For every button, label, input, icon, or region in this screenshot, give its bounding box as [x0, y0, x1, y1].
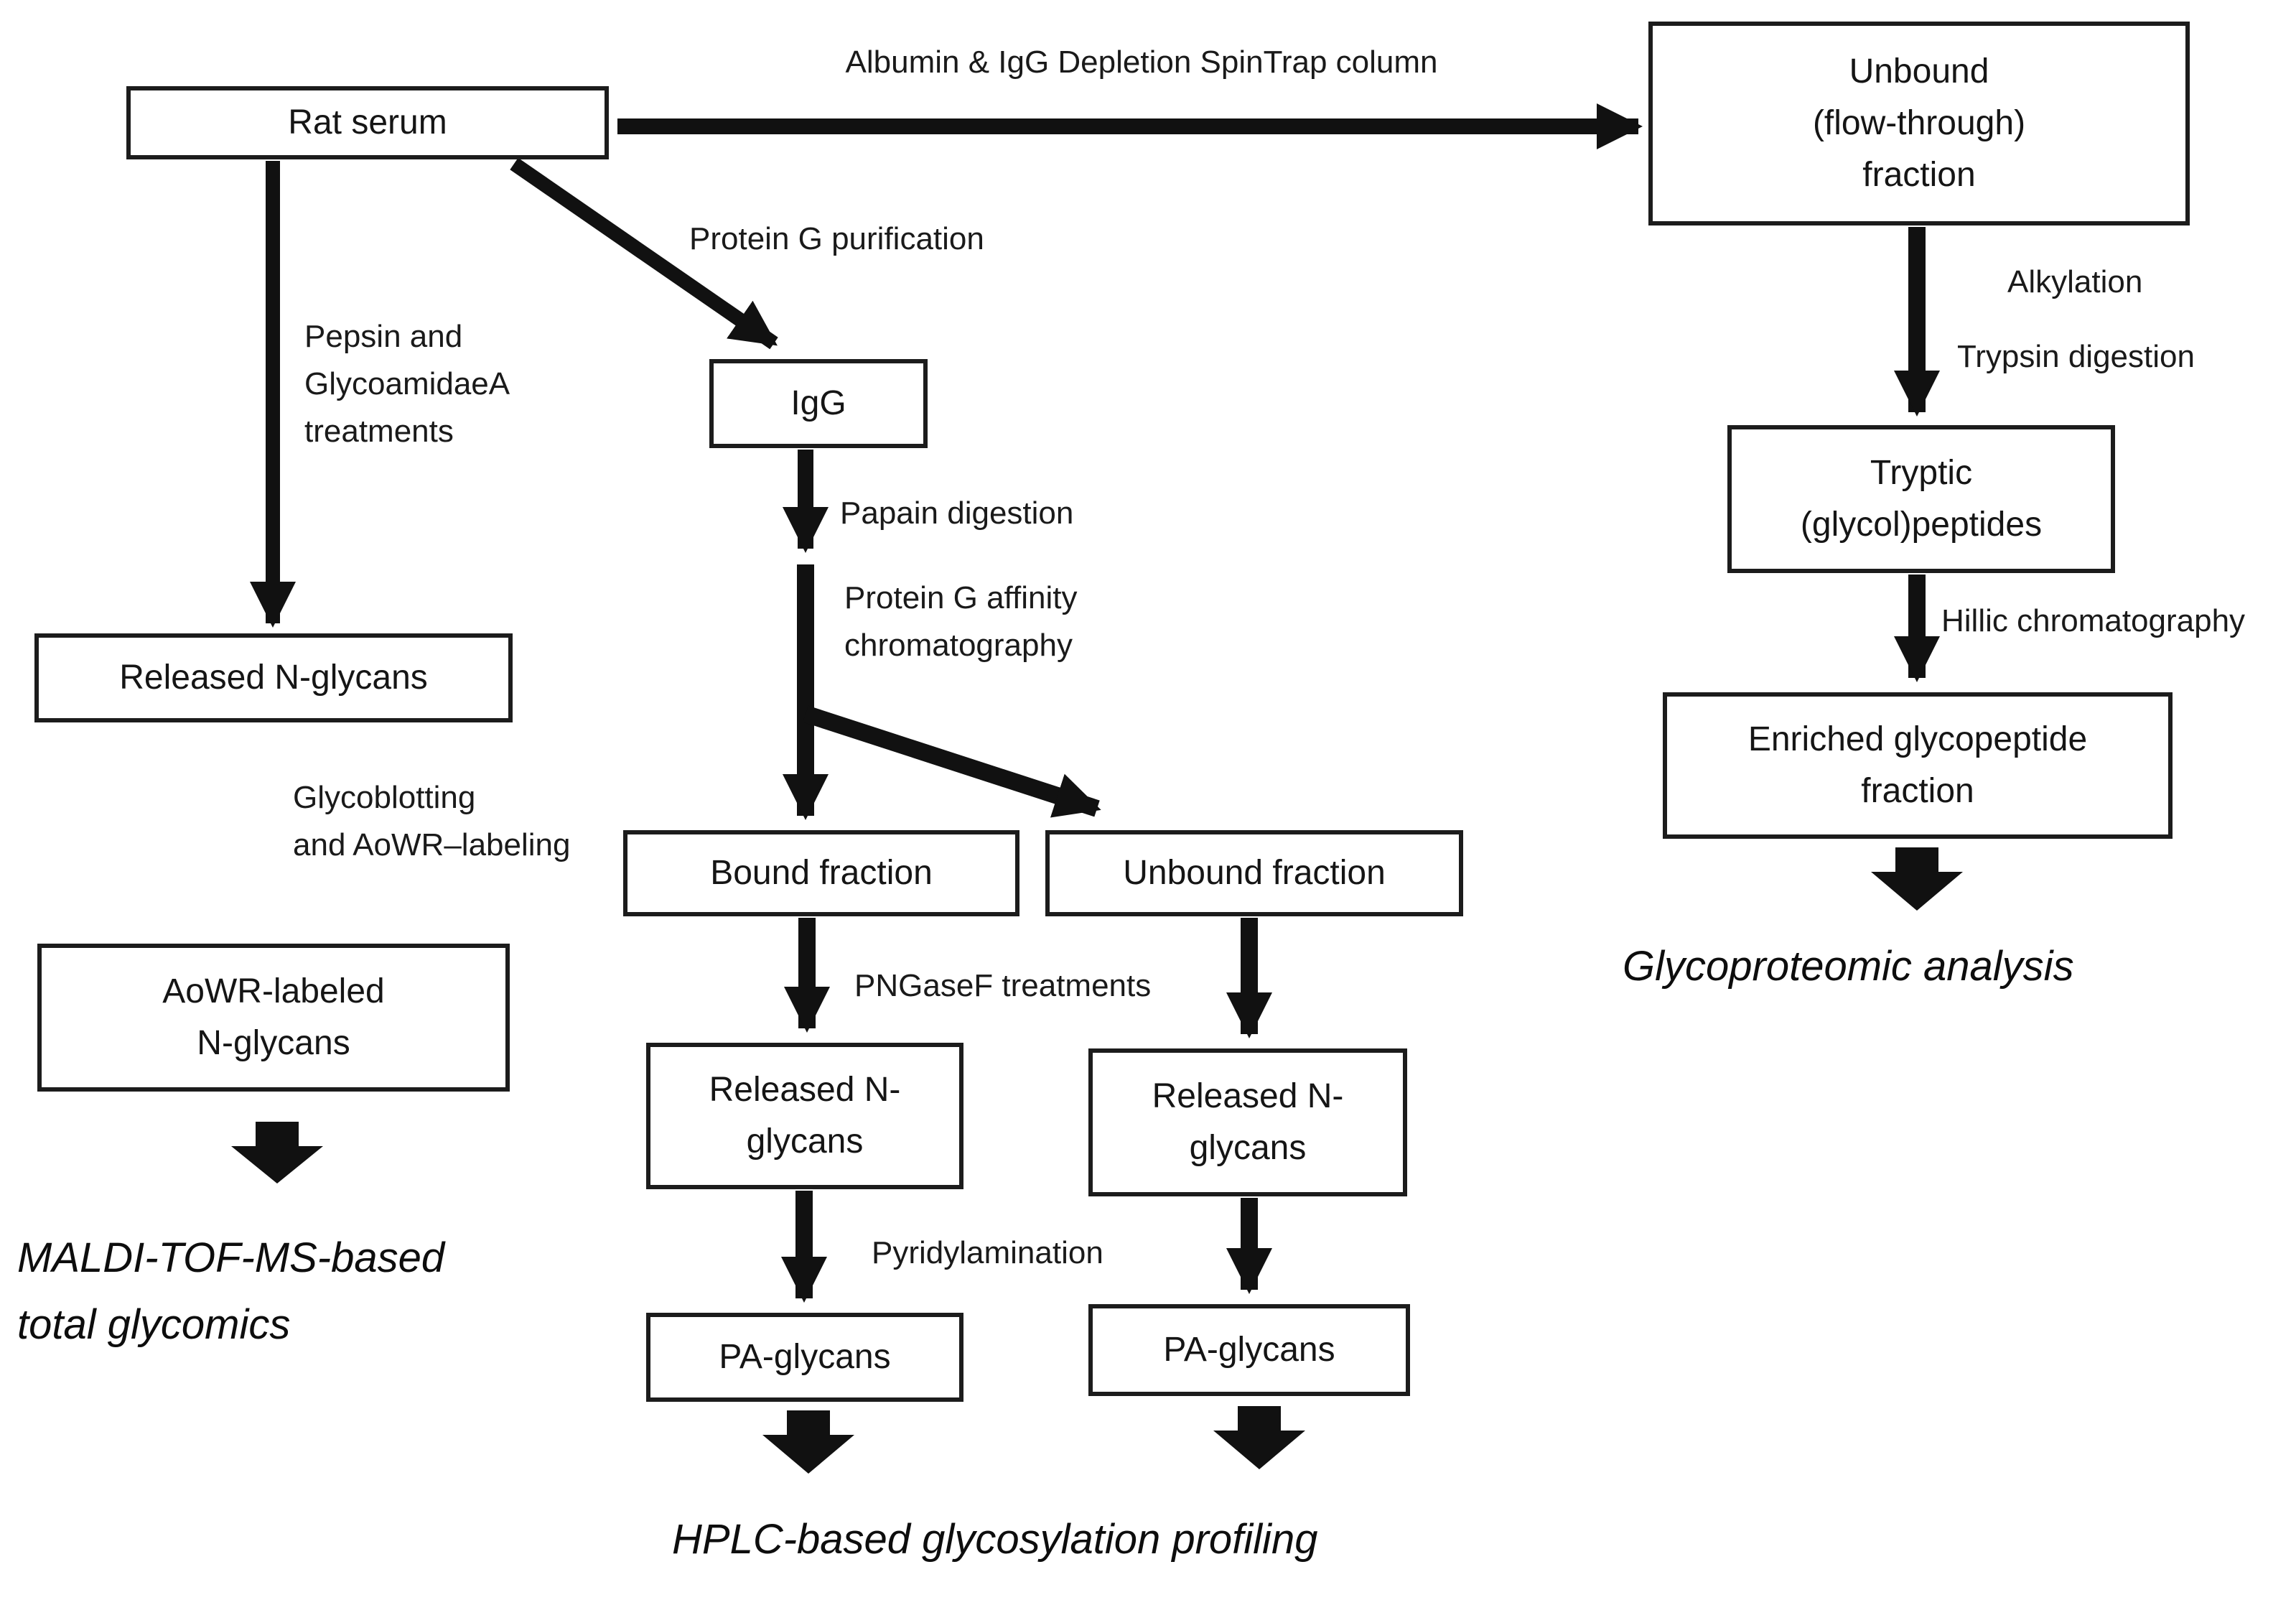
node-released-n-glycans-serum: Released N-glycans	[34, 633, 513, 722]
node-unbound-fraction: Unbound fraction	[1045, 830, 1463, 916]
node-tryptic-glycopeptides: Tryptic (glycol)peptides	[1727, 425, 2115, 573]
node-rat-serum: Rat serum	[126, 86, 609, 159]
node-pa-glycans-unbound: PA-glycans	[1088, 1304, 1410, 1396]
node-igg: IgG	[709, 359, 928, 448]
edge-label-protein-g-purification: Protein G purification	[689, 221, 984, 256]
edge-label-pyridylamination: Pyridylamination	[872, 1235, 1103, 1270]
node-released-n-glycans-bound: Released N- glycans	[646, 1043, 963, 1189]
node-unbound-flowthrough: Unbound (flow-through) fraction	[1648, 22, 2190, 225]
edge-label-alkylation: Alkylation	[2007, 264, 2143, 299]
block-arrow-enriched-to-analysis	[1871, 847, 1963, 911]
arrow-ratserum-to-igg	[510, 157, 778, 350]
result-glycoproteomic-analysis: Glycoproteomic analysis	[1623, 943, 2074, 990]
edge-label-trypsin-digestion: Trypsin digestion	[1957, 339, 2195, 374]
block-arrow-pa-left-to-hplc	[762, 1410, 854, 1474]
result-hplc-glycosylation-profiling: HPLC-based glycosylation profiling	[672, 1516, 1318, 1563]
arrow-affinity-to-unbound	[803, 705, 1101, 818]
node-pa-glycans-bound: PA-glycans	[646, 1313, 963, 1402]
edge-label-protein-g-affinity: Protein G affinity chromatography	[844, 580, 1078, 663]
node-bound-fraction: Bound fraction	[623, 830, 1019, 916]
block-arrow-pa-right-to-hplc	[1213, 1406, 1305, 1469]
edge-label-papain-digestion: Papain digestion	[840, 496, 1074, 531]
edge-label-albumin-igg-depletion: Albumin & IgG Depletion SpinTrap column	[845, 45, 1438, 80]
edge-label-hillic-chromatography: Hillic chromatography	[1941, 603, 2246, 638]
node-aowr-labeled-n-glycans: AoWR-labeled N-glycans	[37, 944, 510, 1092]
edge-label-pngasef-treatments: PNGaseF treatments	[854, 968, 1152, 1003]
node-enriched-glycopeptide-fraction: Enriched glycopeptide fraction	[1663, 692, 2173, 839]
edge-label-glycoblotting: Glycoblotting and AoWR–labeling	[293, 780, 571, 862]
block-arrow-aowr-to-maldi	[231, 1122, 323, 1183]
node-released-n-glycans-unbound: Released N- glycans	[1088, 1048, 1407, 1196]
result-maldi-total-glycomics: MALDI-TOF-MS-based total glycomics	[17, 1234, 445, 1348]
edge-label-pepsin-treatments: Pepsin and GlycoamidaeA treatments	[304, 319, 510, 449]
